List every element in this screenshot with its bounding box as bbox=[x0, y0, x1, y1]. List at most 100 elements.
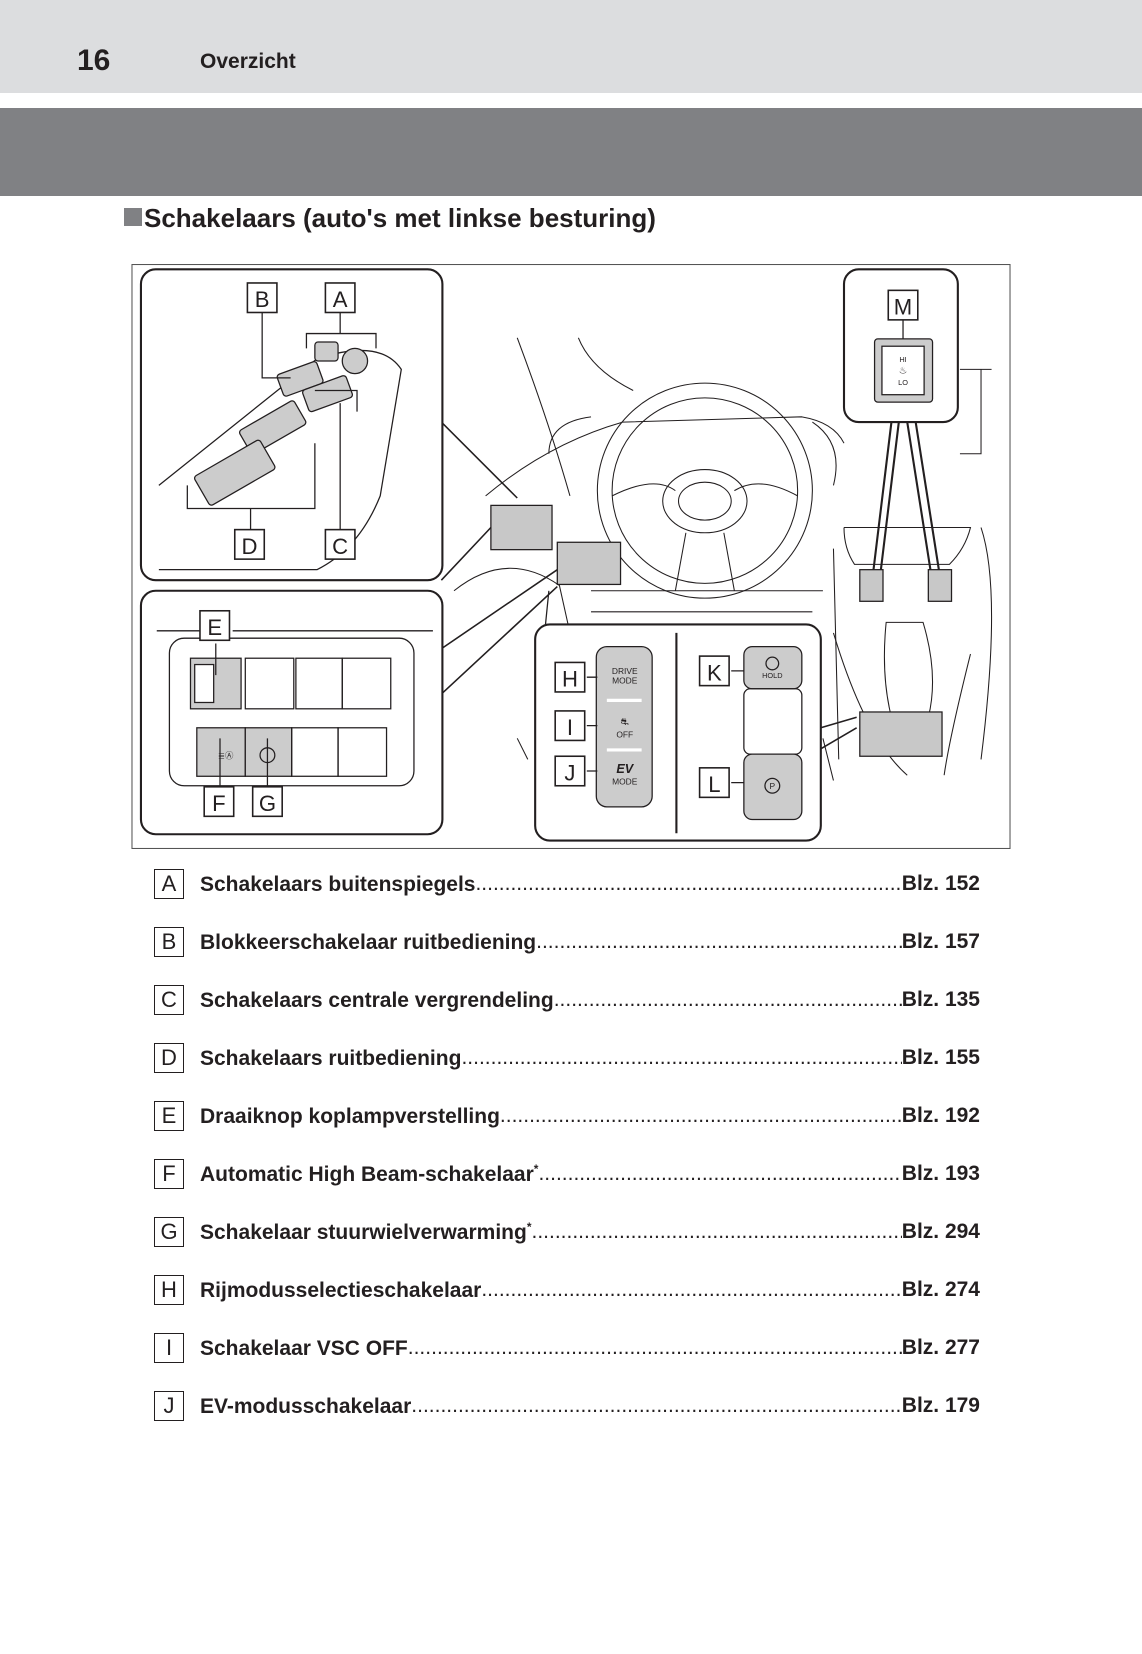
lower-dash-switch-panel bbox=[139, 589, 444, 836]
diagram-frame bbox=[131, 264, 1011, 849]
item-page-ref[interactable]: Blz. 155 bbox=[901, 1046, 980, 1069]
item-entry: Automatic High Beam-schakelaar* Blz. 193 bbox=[200, 1162, 980, 1187]
item-entry: Schakelaars ruitbediening Blz. 155 bbox=[200, 1046, 980, 1071]
item-title: Blokkeerschakelaar ruitbediening bbox=[200, 930, 536, 955]
list-item: F Automatic High Beam-schakelaar* Blz. 193 bbox=[154, 1159, 980, 1217]
callout-d: D bbox=[242, 534, 258, 559]
seat-heater-icon: ♨ bbox=[899, 366, 908, 377]
chapter-title: Overzicht bbox=[200, 50, 296, 73]
lower-dash-switch-location bbox=[556, 541, 622, 586]
section-title-text: Schakelaars (auto's met linkse besturing… bbox=[144, 203, 656, 233]
switches-diagram: ≣Ⓐ DRIVE MODE ⛐ OFF EV MODE HOLD P HI ♨ … bbox=[131, 264, 1011, 849]
callout-h: H bbox=[562, 667, 578, 692]
item-page-ref[interactable]: Blz. 157 bbox=[901, 930, 980, 953]
dot-leader bbox=[411, 1394, 902, 1419]
item-letter: E bbox=[154, 1101, 184, 1131]
hi-label: HI bbox=[899, 355, 906, 364]
dot-leader bbox=[481, 1278, 901, 1303]
parking-p-icon: P bbox=[770, 781, 776, 791]
item-page-ref[interactable]: Blz. 193 bbox=[901, 1162, 980, 1185]
dot-leader bbox=[475, 872, 901, 897]
item-letter: I bbox=[154, 1333, 184, 1363]
item-title-text: Schakelaars ruitbediening bbox=[200, 1047, 462, 1070]
item-title: Automatic High Beam-schakelaar* bbox=[200, 1162, 538, 1187]
item-page-ref[interactable]: Blz. 152 bbox=[901, 872, 980, 895]
item-title-text: Draaiknop koplampverstelling bbox=[200, 1105, 500, 1128]
item-letter: B bbox=[154, 927, 184, 957]
item-title: Schakelaars ruitbediening bbox=[200, 1046, 461, 1071]
item-title-text: Blokkeerschakelaar ruitbediening bbox=[200, 931, 537, 954]
item-entry: EV-modusschakelaar Blz. 179 bbox=[200, 1394, 980, 1419]
item-title-text: Schakelaar stuurwielverwarming bbox=[200, 1221, 527, 1244]
item-title-text: Automatic High Beam-schakelaar bbox=[200, 1163, 534, 1186]
item-title: Schakelaar VSC OFF bbox=[200, 1336, 408, 1361]
list-item: I Schakelaar VSC OFF Blz. 277 bbox=[154, 1333, 980, 1391]
item-page-ref[interactable]: Blz. 135 bbox=[901, 988, 980, 1011]
section-title: Schakelaars (auto's met linkse besturing… bbox=[124, 203, 656, 234]
item-title: Rijmodusselectieschakelaar bbox=[200, 1278, 481, 1303]
callout-k: K bbox=[707, 660, 722, 685]
dot-leader bbox=[554, 988, 902, 1013]
lower-dash-switches-drawing: ≣Ⓐ bbox=[156, 630, 433, 788]
callout-m: M bbox=[894, 295, 912, 320]
callout-f: F bbox=[212, 791, 226, 816]
item-letter: F bbox=[154, 1159, 184, 1189]
item-asterisk: * bbox=[526, 1220, 532, 1234]
item-letter: A bbox=[154, 869, 184, 899]
item-page-ref[interactable]: Blz. 294 bbox=[901, 1220, 980, 1243]
item-entry: Blokkeerschakelaar ruitbediening Blz. 157 bbox=[200, 930, 980, 955]
dot-leader bbox=[408, 1336, 902, 1361]
vsc-icon: ⛐ bbox=[621, 717, 629, 728]
vsc-off-label: OFF bbox=[616, 729, 633, 739]
list-item: G Schakelaar stuurwielverwarming* Blz. 294 bbox=[154, 1217, 980, 1275]
item-asterisk: * bbox=[533, 1162, 539, 1176]
car-interior-drawing bbox=[453, 337, 993, 781]
item-letter: G bbox=[154, 1217, 184, 1247]
item-page-ref[interactable]: Blz. 192 bbox=[901, 1104, 980, 1127]
item-letter: J bbox=[154, 1391, 184, 1421]
item-page-ref[interactable]: Blz. 179 bbox=[901, 1394, 980, 1417]
callout-e: E bbox=[207, 615, 222, 640]
list-item: H Rijmodusselectieschakelaar Blz. 274 bbox=[154, 1275, 980, 1333]
brake-hold-switch bbox=[743, 645, 803, 690]
item-entry: Schakelaars centrale vergrendeling Blz. 1… bbox=[200, 988, 980, 1013]
steering-wheel bbox=[596, 382, 813, 599]
seat-heater-left-location bbox=[859, 569, 884, 602]
dot-leader bbox=[500, 1104, 902, 1129]
item-letter: H bbox=[154, 1275, 184, 1305]
drive-mode-label-2: MODE bbox=[612, 676, 638, 686]
item-page-ref[interactable]: Blz. 274 bbox=[901, 1278, 980, 1301]
item-title-text: EV-modusschakelaar bbox=[200, 1395, 412, 1418]
door-switch-location bbox=[490, 504, 553, 551]
callout-j: J bbox=[564, 760, 575, 785]
item-entry: Rijmodusselectieschakelaar Blz. 274 bbox=[200, 1278, 980, 1303]
dot-leader bbox=[461, 1046, 901, 1071]
list-item: B Blokkeerschakelaar ruitbediening Blz. 15… bbox=[154, 927, 980, 985]
ev-label: EV bbox=[616, 762, 634, 776]
item-entry: Schakelaars buitenspiegels Blz. 152 bbox=[200, 872, 980, 897]
dot-leader bbox=[538, 1162, 901, 1187]
item-entry: Schakelaar stuurwielverwarming* Blz. 294 bbox=[200, 1220, 980, 1245]
page-number: 16 bbox=[77, 44, 111, 77]
door-switch-drawing bbox=[158, 312, 402, 571]
item-title-text: Schakelaar VSC OFF bbox=[200, 1337, 408, 1360]
drive-mode-label-1: DRIVE bbox=[612, 666, 638, 676]
callout-letters: B A D C E F G H I J K L M bbox=[199, 282, 919, 818]
item-page-ref[interactable]: Blz. 277 bbox=[901, 1336, 980, 1359]
item-title: EV-modusschakelaar bbox=[200, 1394, 411, 1419]
item-title-text: Schakelaars centrale vergrendeling bbox=[200, 989, 554, 1012]
item-entry: Schakelaar VSC OFF Blz. 277 bbox=[200, 1336, 980, 1361]
svg-text:≣Ⓐ: ≣Ⓐ bbox=[218, 750, 234, 760]
square-bullet-icon bbox=[124, 208, 142, 226]
lo-label: LO bbox=[898, 378, 908, 387]
list-item: E Draaiknop koplampverstelling Blz. 192 bbox=[154, 1101, 980, 1159]
item-letter: D bbox=[154, 1043, 184, 1073]
seat-heater-right-location bbox=[927, 569, 953, 602]
list-item: A Schakelaars buitenspiegels Blz. 152 bbox=[154, 869, 980, 927]
dot-leader bbox=[536, 930, 902, 955]
callout-g: G bbox=[259, 791, 276, 816]
item-title: Schakelaars buitenspiegels bbox=[200, 872, 475, 897]
item-title: Schakelaar stuurwielverwarming* bbox=[200, 1220, 531, 1245]
ev-mode-label: MODE bbox=[612, 777, 638, 787]
